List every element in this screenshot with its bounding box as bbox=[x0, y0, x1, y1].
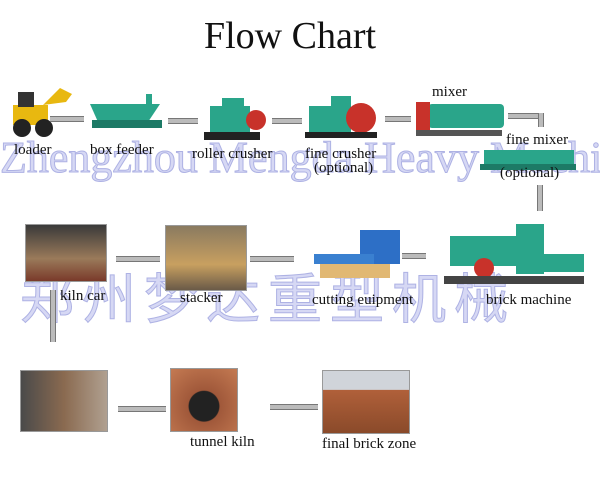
label-tunnel-kiln: tunnel kiln bbox=[190, 434, 255, 450]
arrow bbox=[50, 290, 56, 342]
label-mixer: mixer bbox=[432, 84, 467, 100]
label-cutting-equipment: cutting euipment bbox=[312, 292, 414, 308]
kiln-car-photo bbox=[25, 224, 107, 282]
label-fine-crusher: fine crusher bbox=[305, 146, 377, 162]
label-final-brick-zone: final brick zone bbox=[322, 436, 417, 452]
label-stacker: stacker bbox=[180, 290, 223, 306]
fine-crusher-image bbox=[305, 96, 377, 138]
arrow bbox=[270, 404, 318, 410]
cutting-equipment-image bbox=[314, 230, 400, 278]
roller-crusher-image bbox=[204, 98, 266, 140]
label-roller-crusher: roller crusher bbox=[192, 146, 273, 162]
arrow bbox=[538, 113, 544, 127]
arrow bbox=[118, 406, 166, 412]
brick-machine-image bbox=[444, 224, 584, 284]
label-box-feeder: box feeder bbox=[90, 142, 154, 158]
stacker-photo bbox=[165, 225, 247, 291]
label-fine-crusher-note: (optional) bbox=[314, 160, 374, 176]
label-kiln-car: kiln car bbox=[60, 288, 106, 304]
mixer-image bbox=[416, 102, 504, 136]
label-brick-machine: brick machine bbox=[486, 292, 572, 308]
arrow bbox=[250, 256, 294, 262]
arrow bbox=[508, 113, 540, 119]
fine-mixer-image bbox=[480, 150, 576, 170]
arrow bbox=[272, 118, 302, 124]
label-loader: loader bbox=[14, 142, 52, 158]
final-brick-zone-photo bbox=[322, 370, 410, 434]
label-fine-mixer: fine mixer bbox=[506, 132, 569, 148]
box-feeder-image bbox=[90, 94, 162, 128]
page-title: Flow Chart bbox=[203, 15, 377, 57]
loader-image bbox=[13, 88, 72, 137]
arrow bbox=[50, 116, 84, 122]
tunnel-kiln-photo bbox=[170, 368, 238, 432]
label-fine-mixer-note: (optional) bbox=[500, 165, 560, 181]
arrow bbox=[385, 116, 411, 122]
arrow bbox=[537, 185, 543, 211]
kiln-entry-photo bbox=[20, 370, 108, 432]
arrow bbox=[168, 118, 198, 124]
arrow bbox=[402, 253, 426, 259]
arrow bbox=[116, 256, 160, 262]
